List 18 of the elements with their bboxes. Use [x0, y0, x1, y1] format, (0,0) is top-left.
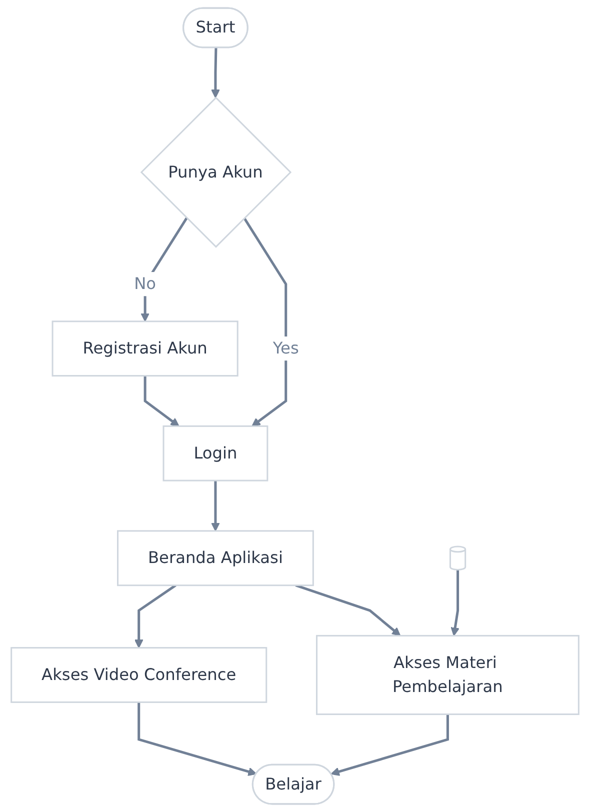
arrow: [138, 702, 257, 776]
arrow: [144, 376, 180, 427]
arrow: [243, 217, 288, 427]
edge-label: No: [134, 274, 156, 294]
node-box: Registrasi Akun: [52, 320, 238, 377]
node-box: Akses Video Conference: [10, 647, 268, 703]
arrow: [211, 480, 220, 532]
node-diamond: Punya Akun: [140, 96, 292, 248]
arrow: [211, 48, 220, 98]
node-box: Login: [162, 425, 268, 482]
node-box: Beranda Aplikasi: [117, 530, 314, 586]
arrow: [134, 584, 176, 648]
edge-label: Yes: [272, 338, 299, 358]
arrow: [450, 570, 460, 636]
node-cylinder: [449, 546, 466, 570]
arrow: [295, 584, 401, 636]
arrow: [330, 714, 449, 776]
node-box: Akses Materi Pembelajaran: [316, 634, 580, 716]
